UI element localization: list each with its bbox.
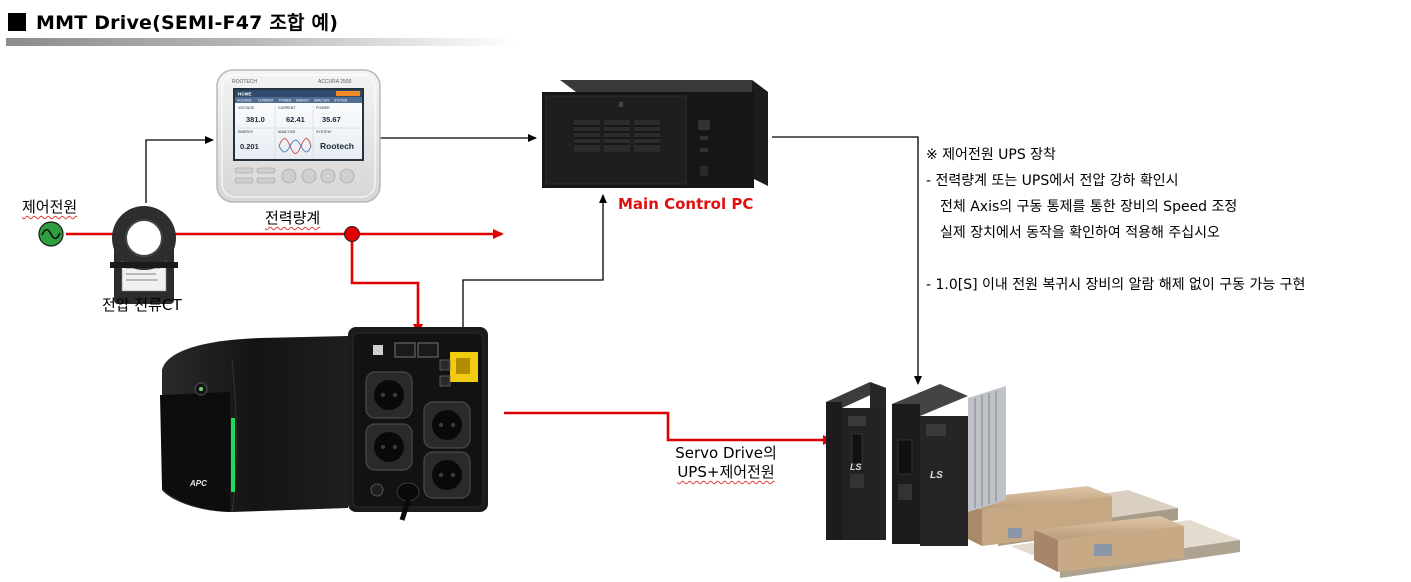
voltage-current-ct bbox=[110, 206, 178, 304]
svg-text:HOME: HOME bbox=[238, 92, 252, 97]
ups-to-pc-line bbox=[462, 194, 607, 345]
note-line: 전체 Axis의 구동 통제를 통한 장비의 Speed 조정 bbox=[940, 199, 1238, 215]
svg-text:381.0: 381.0 bbox=[246, 115, 265, 124]
note-line: - 1.0[S] 이내 전원 복귀시 장비의 알람 해제 없이 구동 가능 구현 bbox=[926, 277, 1306, 293]
svg-text:ENERGY: ENERGY bbox=[238, 130, 254, 134]
servo-power-label: Servo Drive의 UPS+제어전원 bbox=[668, 444, 784, 482]
note-line: ※ 제어전원 UPS 장착 bbox=[926, 147, 1056, 163]
svg-text:62.41: 62.41 bbox=[286, 115, 305, 124]
power-meter-label-text: 전력량계 bbox=[265, 209, 321, 227]
ct-label: 전압 전류CT bbox=[102, 296, 182, 314]
servo-power-label-line1: Servo Drive의 bbox=[675, 444, 777, 462]
title-square-icon bbox=[8, 13, 26, 31]
tap-to-ups-line bbox=[350, 234, 423, 335]
main-control-pc-device bbox=[542, 80, 768, 188]
main-pc-label: Main Control PC bbox=[618, 195, 754, 213]
svg-text:35.67: 35.67 bbox=[322, 115, 341, 124]
note-line: 실제 장치에서 동작을 확인하여 적용해 주십시오 bbox=[940, 225, 1220, 241]
svg-text:Rootech: Rootech bbox=[320, 141, 354, 151]
power-source-icon bbox=[38, 221, 64, 247]
svg-text:ACCURA 2500: ACCURA 2500 bbox=[318, 79, 352, 85]
ups-to-servo-line bbox=[504, 411, 834, 445]
title-underline bbox=[6, 38, 516, 46]
servo-drive-devices: LS LS bbox=[826, 382, 1240, 578]
svg-text:ANALYSIS: ANALYSIS bbox=[278, 130, 296, 134]
ups-back-device bbox=[348, 327, 488, 521]
svg-text:LS: LS bbox=[850, 462, 862, 472]
power-meter-label: 전력량계 bbox=[265, 207, 320, 228]
svg-text:VOLTAGE: VOLTAGE bbox=[238, 106, 255, 110]
ct-to-meter-line bbox=[145, 136, 214, 203]
power-source-label-text: 제어전원 bbox=[22, 198, 78, 216]
svg-text:ANALYSIS: ANALYSIS bbox=[314, 99, 329, 103]
svg-text:0.201: 0.201 bbox=[240, 142, 259, 151]
power-meter-device: ROOTECH ACCURA 2500 HOME VOLTAGE CURRENT… bbox=[216, 69, 381, 203]
notes-panel: ※ 제어전원 UPS 장착 - 전력량계 또는 UPS에서 전압 강하 확인시 … bbox=[926, 142, 1305, 298]
junction-node bbox=[344, 226, 360, 242]
svg-text:ROOTECH: ROOTECH bbox=[232, 79, 257, 85]
svg-text:CURRENT: CURRENT bbox=[258, 99, 274, 103]
svg-text:ENERGY: ENERGY bbox=[296, 99, 310, 103]
ups-front-device: APC bbox=[160, 336, 348, 513]
title-text: MMT Drive(SEMI-F47 조합 예) bbox=[36, 12, 339, 34]
svg-text:APC: APC bbox=[189, 479, 207, 488]
page-title: MMT Drive(SEMI-F47 조합 예) bbox=[8, 8, 338, 35]
servo-power-label-line2: UPS+제어전원 bbox=[677, 463, 775, 481]
svg-text:VOLTAGE: VOLTAGE bbox=[237, 99, 252, 103]
note-line: - 전력량계 또는 UPS에서 전압 강하 확인시 bbox=[926, 173, 1179, 189]
svg-text:POWER: POWER bbox=[279, 99, 292, 103]
pc-to-servo-line bbox=[772, 136, 922, 385]
svg-text:LS: LS bbox=[930, 470, 943, 481]
svg-text:POWER: POWER bbox=[316, 106, 330, 110]
signal-lines bbox=[145, 134, 922, 385]
svg-text:SYSTEM: SYSTEM bbox=[316, 130, 331, 134]
svg-text:CURRENT: CURRENT bbox=[278, 106, 296, 110]
power-source-label: 제어전원 bbox=[22, 196, 77, 217]
note-line bbox=[926, 246, 1305, 272]
svg-text:SYSTEM: SYSTEM bbox=[334, 99, 347, 103]
